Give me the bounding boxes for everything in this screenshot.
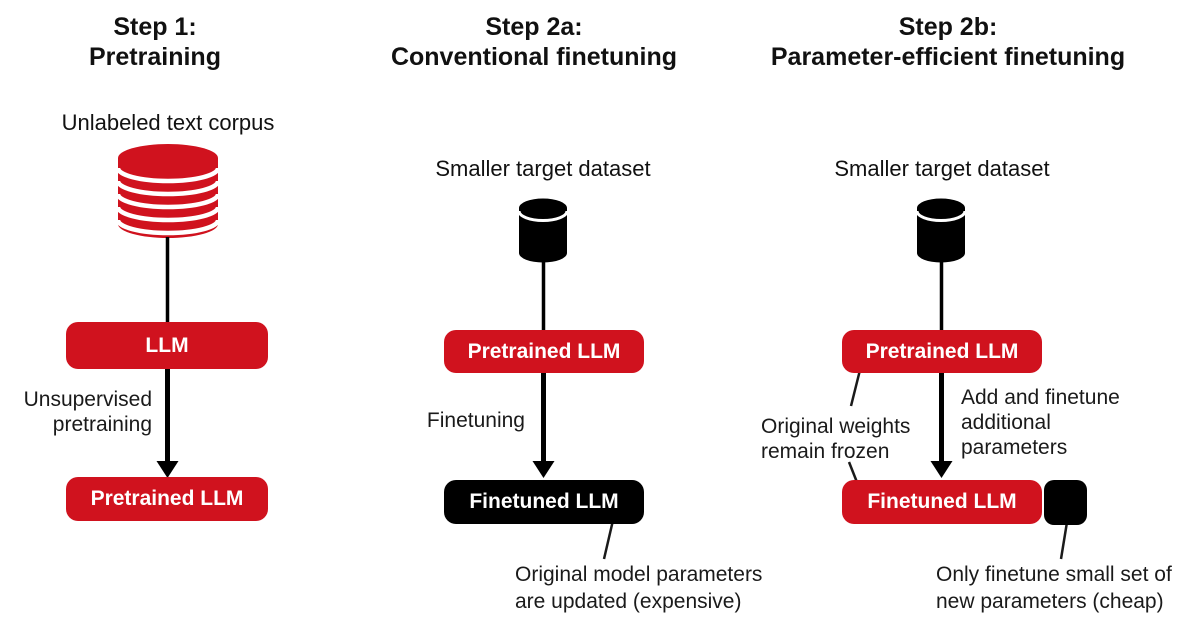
step2a-pretrained-llm-box: Pretrained LLM (444, 330, 644, 373)
step1-llm-box-label: LLM (145, 333, 189, 357)
step2a-annotation: Original model parameters are updated (e… (515, 563, 763, 613)
database-icon (915, 198, 967, 263)
step2a-finetuned-llm-box-label: Finetuned LLM (469, 490, 619, 513)
step1-llm-box: LLM (66, 322, 268, 369)
step2a-dataset-label: Smaller target dataset (435, 156, 651, 181)
step1-process-arrow (156, 368, 179, 478)
step2a-title-line1: Step 2a: (485, 13, 583, 41)
step2b-process-label: Add and finetune additional parameters (961, 386, 1120, 459)
step2b-finetuned-llm-box-label: Finetuned LLM (867, 490, 1017, 513)
step1-pretrained-llm-box: Pretrained LLM (66, 477, 268, 521)
step2b-pretrained-llm-box: Pretrained LLM (842, 330, 1042, 373)
step1-dataset-label: Unlabeled text corpus (61, 110, 275, 135)
step1-title: Step 1: Pretraining (5, 12, 305, 72)
step1-pretrained-llm-box-label: Pretrained LLM (90, 487, 244, 510)
step2b-process-arrow (930, 372, 953, 478)
step2b-pretrained-llm-box-label: Pretrained LLM (865, 339, 1019, 363)
step2a-process-label: Finetuning (426, 409, 525, 432)
step2b-title-line1: Step 2b: (898, 13, 998, 41)
adapter-parameters-icon (1044, 480, 1087, 525)
step2b-annotation: Only finetune small set of new parameter… (936, 563, 1172, 613)
step2a-pretrained-llm-box-label: Pretrained LLM (467, 339, 621, 363)
step2a-title-line2: Conventional finetuning (390, 43, 678, 71)
step1-process-label: Unsupervised pretraining (23, 388, 152, 436)
step2b-frozen-note: Original weights remain frozen (761, 415, 911, 463)
step2b-title-line2: Parameter-efficient finetuning (770, 43, 1126, 71)
step1-title-line2: Pretraining (89, 43, 221, 71)
step2a-finetuned-llm-box: Finetuned LLM (444, 480, 644, 524)
database-icon (517, 198, 569, 263)
step2a-title: Step 2a: Conventional finetuning (364, 12, 704, 72)
step2a-process-arrow (532, 372, 555, 478)
step2b-frozen-pointer-top (849, 369, 862, 407)
database-stack-icon (115, 144, 221, 238)
step2b-dataset-label: Smaller target dataset (834, 156, 1050, 181)
step1-title-line1: Step 1: (113, 13, 197, 41)
step2b-title: Step 2b: Parameter-efficient finetuning (738, 12, 1158, 72)
step2b-finetuned-llm-box: Finetuned LLM (842, 480, 1042, 524)
